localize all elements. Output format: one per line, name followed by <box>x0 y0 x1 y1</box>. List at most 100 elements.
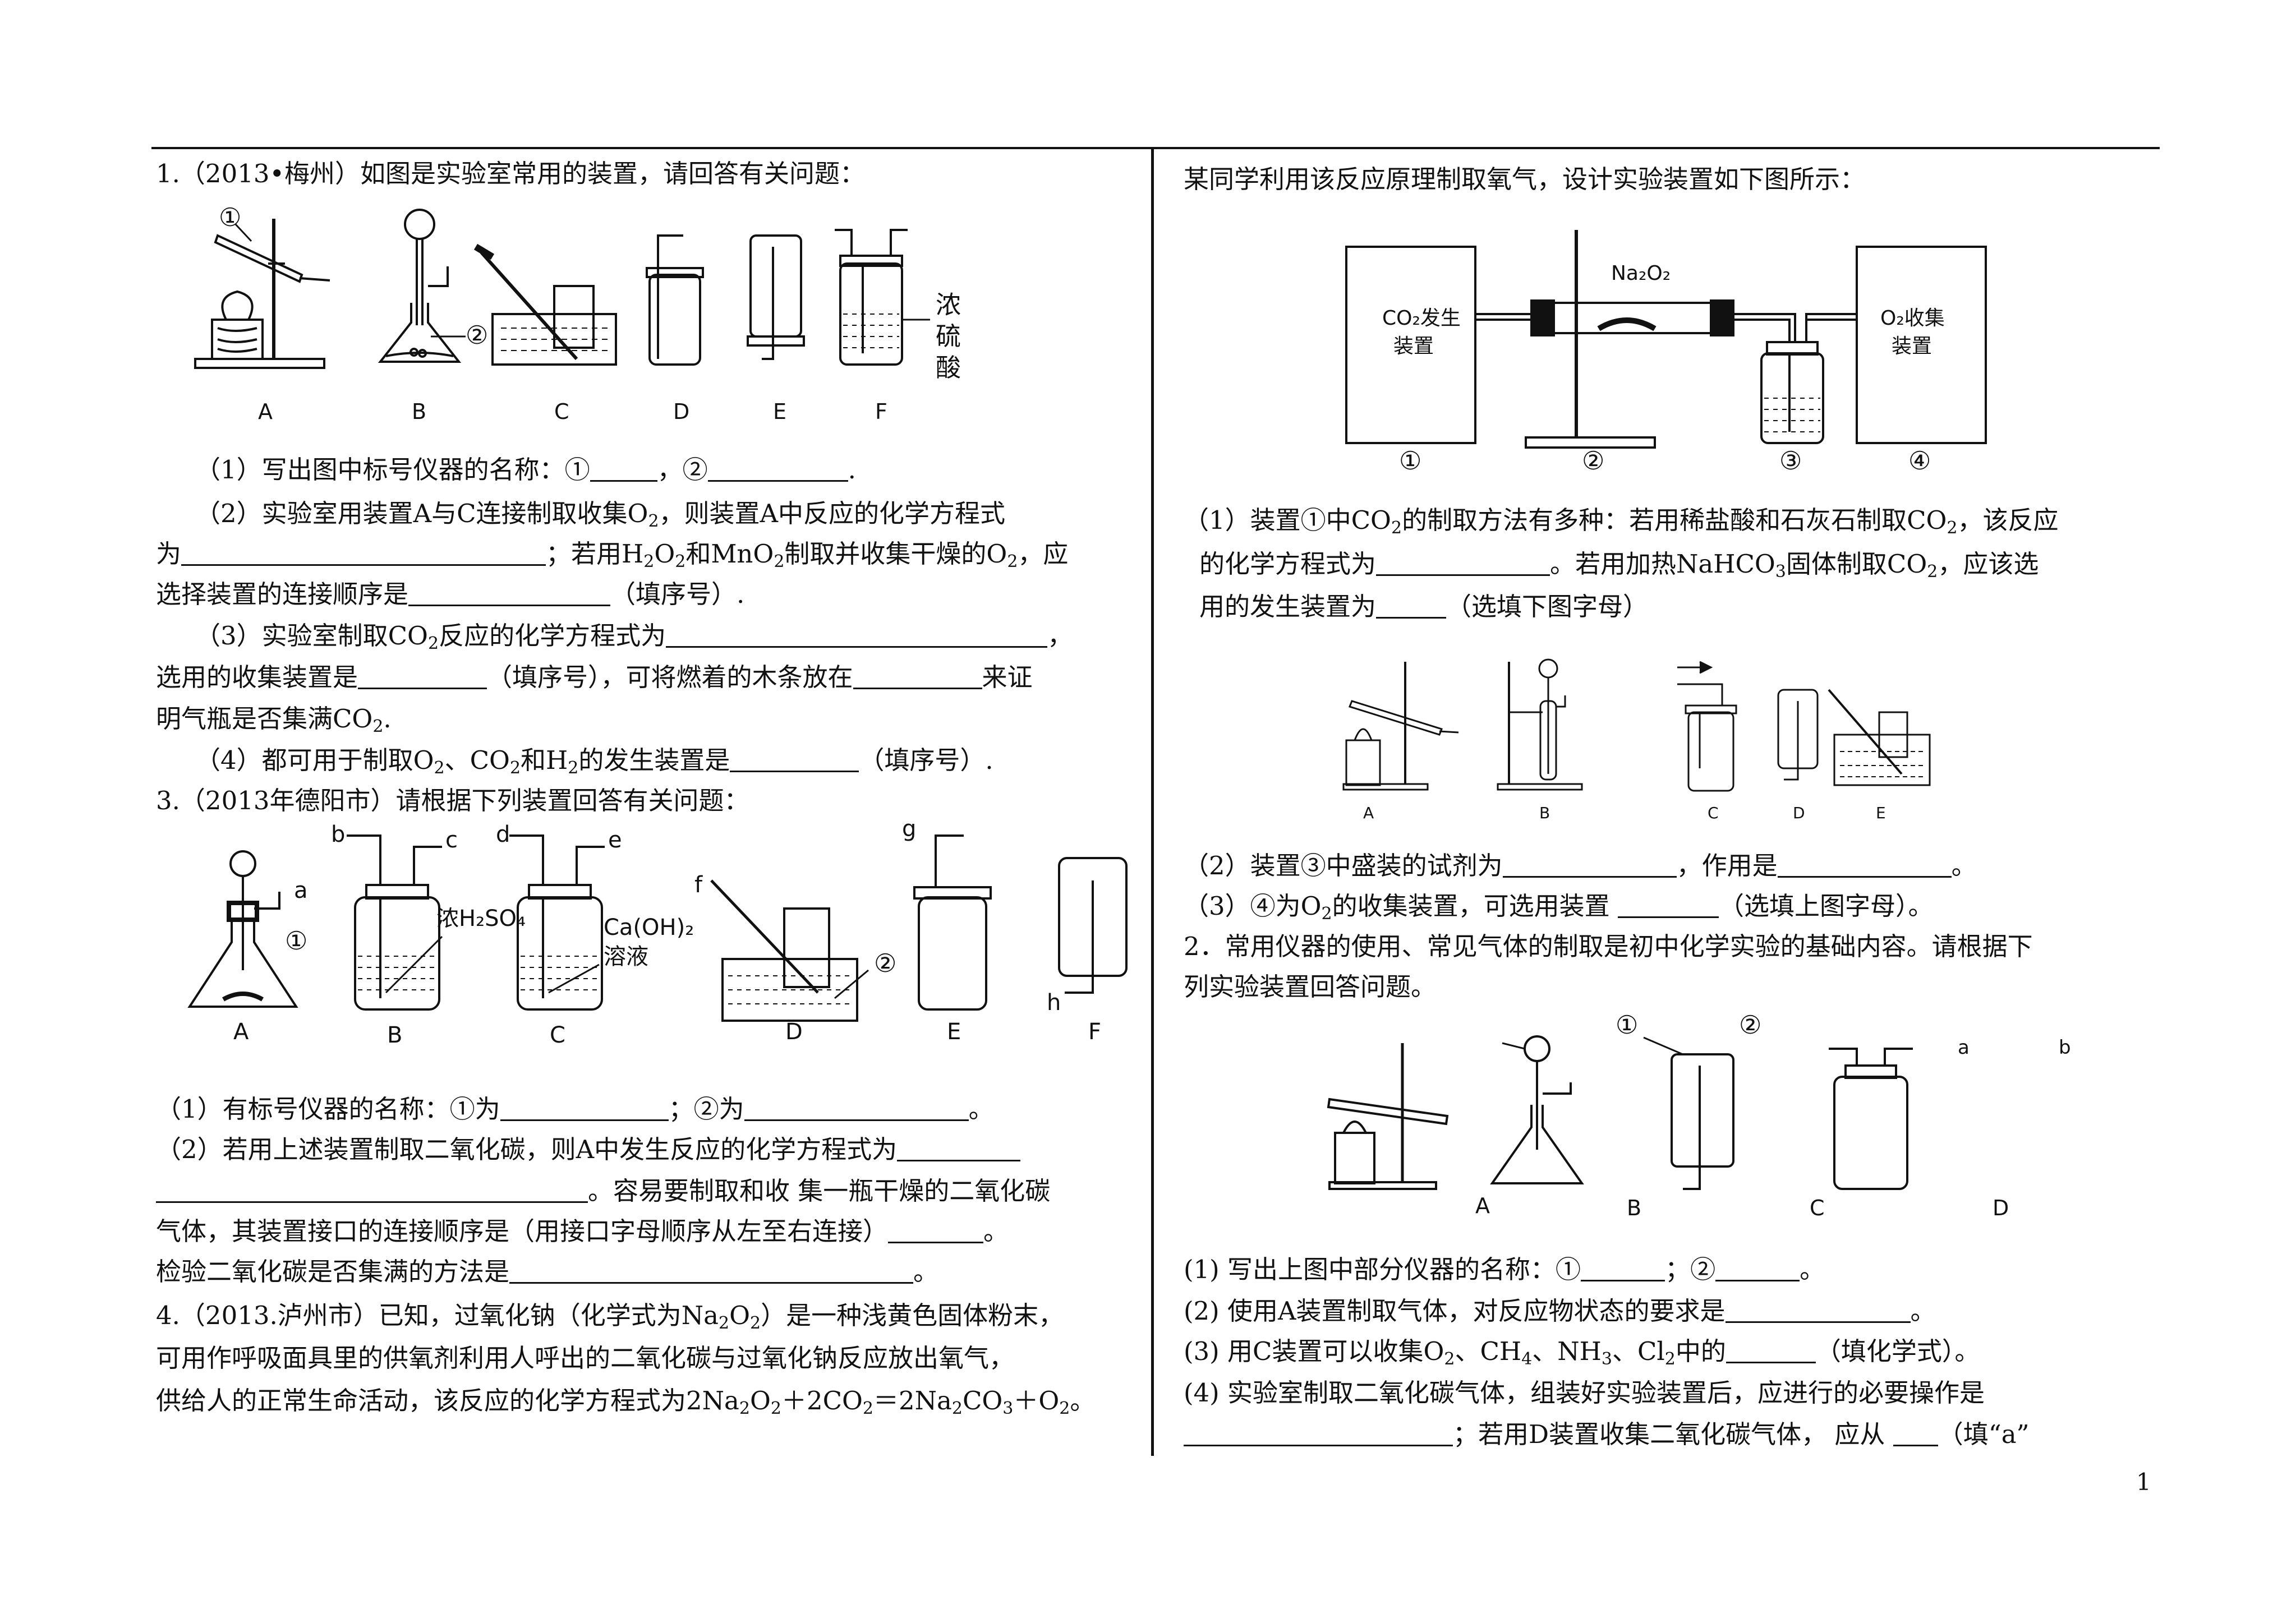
fig1-num-4: ④ <box>1908 446 1931 476</box>
top-rule <box>151 147 2160 149</box>
q3-apparatus-f <box>1058 857 1128 994</box>
o2-collector-box <box>1856 246 1987 444</box>
q1-label-b: B <box>412 399 427 424</box>
q2-blank-1[interactable] <box>1581 1257 1665 1281</box>
q3-label-d: D <box>785 1019 803 1045</box>
q4-blank-1[interactable] <box>1376 552 1550 576</box>
q1-part-2b: 为；若用H2O2和MnO2制取并收集干燥的O2，应 <box>156 539 1069 571</box>
q2-blank-4[interactable] <box>1726 1339 1816 1363</box>
q2-blank-3[interactable] <box>1725 1299 1911 1323</box>
q1-blank-2[interactable] <box>707 458 848 482</box>
q2-line-1: 2．常用仪器的使用、常见气体的制取是初中化学实验的基础内容。请根据下 <box>1184 932 2033 961</box>
q1-label-e: E <box>773 399 787 424</box>
q1-blank-8[interactable] <box>730 748 859 772</box>
q1-blank-6[interactable] <box>358 665 487 689</box>
q1-blank-5[interactable] <box>666 624 1048 648</box>
q2-label-d: D <box>1993 1196 2009 1220</box>
fig2-apparatus-c <box>1677 661 1737 792</box>
q4-line-3: 供给人的正常生命活动，该反应的化学方程式为2Na2O2＋2CO2＝2Na2CO3… <box>156 1386 1096 1418</box>
q2-part-2: (2) 使用A装置制取气体，对反应物状态的要求是。 <box>1184 1296 1936 1326</box>
q4-figure-2: A B C D E <box>1341 656 1935 824</box>
q1-acid-2: 硫 <box>936 321 961 351</box>
q1-part-3b: 选用的收集装置是（填序号），可将燃着的木条放在来证 <box>156 662 1033 692</box>
q2-label-c: C <box>1810 1196 1825 1220</box>
q4-blank-4[interactable] <box>1777 854 1952 878</box>
q3-label-f: F <box>1088 1019 1102 1045</box>
q3-label-a: A <box>233 1019 249 1045</box>
q3-blank-5[interactable] <box>888 1219 984 1243</box>
q2-apparatus-d <box>1829 1048 1913 1190</box>
q3-port-b: b <box>331 822 346 847</box>
q4-line-1: 4.（2013.泸州市）已知，过氧化钠（化学式为Na2O2）是一种浅黄色固体粉末… <box>156 1301 1064 1333</box>
q1-blank-1[interactable] <box>590 458 657 482</box>
q1-mark-2: ② <box>466 320 489 350</box>
q3-part-2: （2）若用上述装置制取二氧化碳，则A中发生反应的化学方程式为 <box>156 1134 1021 1165</box>
q3-mark-2: ② <box>874 948 897 978</box>
q2-apparatus-a <box>1327 1043 1449 1190</box>
q1-part-3: （3）实验室制取CO2反应的化学方程式为， <box>195 621 1073 653</box>
q3-apparatus-c <box>509 834 605 1011</box>
q3-lime-label-1: Ca(OH)₂ <box>604 915 694 940</box>
fig2-apparatus-d <box>1777 689 1819 781</box>
q2-label-b: B <box>1627 1196 1642 1220</box>
q1-acid-1: 浓 <box>936 290 961 320</box>
q2-part-1: (1) 写出上图中部分仪器的名称：①；②。 <box>1184 1255 1825 1284</box>
box4-line-2: 装置 <box>1892 335 1932 358</box>
q3-label-c: C <box>550 1022 565 1048</box>
q1-label-d: D <box>673 399 690 424</box>
q3-figure: a b c d e f g h ① ② 浓H₂SO₄ Ca(OH)₂ 溶液 A … <box>173 816 1138 1060</box>
q3-blank-6[interactable] <box>509 1260 914 1284</box>
q3-apparatus-d <box>710 879 869 1022</box>
q1-title: 1.（2013•梅州）如图是实验室常用的装置，请回答有关问题： <box>156 159 866 188</box>
q3-part-2b: 。容易要制取和收 集一瓶干燥的二氧化碳 <box>156 1175 1050 1207</box>
q4-part-2: （2）装置③中盛装的试剂为，作用是。 <box>1184 851 1977 880</box>
q2-apparatus-c <box>1643 1036 1734 1190</box>
q3-blank-3[interactable] <box>897 1137 1021 1161</box>
fig2-apparatus-e <box>1828 689 1931 786</box>
q4-part-1b: 的化学方程式为。若用加热NaHCO3固体制取CO2，应该选 <box>1199 549 2039 582</box>
q3-apparatus-e <box>913 834 992 1011</box>
q1-mark-1: ① <box>219 202 242 232</box>
q3-blank-4[interactable] <box>156 1179 588 1203</box>
fig2-apparatus-b <box>1497 658 1583 791</box>
q1-apparatus-a <box>194 219 330 369</box>
q1-blank-3[interactable] <box>181 542 546 566</box>
q2-figure: ① ② a b A B C D <box>1324 1010 2071 1223</box>
q4-blank-3[interactable] <box>1502 854 1677 878</box>
q3-label-b: B <box>387 1022 403 1048</box>
q1-blank-7[interactable] <box>853 665 982 689</box>
q1-figure: ① ② 浓 硫 酸 A B C D E F <box>190 202 1143 449</box>
q4-blank-2[interactable] <box>1376 594 1447 619</box>
q1-blank-4[interactable] <box>408 582 611 606</box>
q4-blank-5[interactable] <box>1617 894 1719 918</box>
q2-part-4: (4) 实验室制取二氧化碳气体，组装好实验装置后，应进行的必要操作是 <box>1184 1378 1985 1408</box>
q1-part-2: （2）实验室用装置A与C连接制取收集O2，则装置A中反应的化学方程式 <box>195 499 1006 531</box>
q1-apparatus-f <box>835 229 908 366</box>
fig2-label-b: B <box>1539 804 1550 822</box>
q2-blank-2[interactable] <box>1715 1257 1800 1281</box>
fig1-num-1: ① <box>1399 446 1422 476</box>
q3-port-e: e <box>608 827 622 853</box>
box1-line-1: CO₂发生 <box>1382 307 1461 330</box>
q1-label-a: A <box>258 399 273 424</box>
washing-bottle <box>1760 313 1857 444</box>
q3-lime-label-2: 溶液 <box>604 944 648 970</box>
q1-apparatus-b <box>378 209 462 363</box>
q1-part-1: （1）写出图中标号仪器的名称：①，②. <box>195 455 856 485</box>
q3-label-e: E <box>947 1019 961 1045</box>
q2-port-b: b <box>2059 1036 2071 1059</box>
q3-port-d: d <box>496 822 510 847</box>
q3-blank-2[interactable] <box>744 1097 969 1121</box>
q3-acid-label: 浓H₂SO₄ <box>436 906 526 932</box>
tube-label: Na₂O₂ <box>1611 262 1671 285</box>
fig2-label-a: A <box>1363 804 1374 822</box>
q4-line-2: 可用作呼吸面具里的供氧剂利用人呼出的二氧化碳与过氧化钠反应放出氧气， <box>156 1343 1015 1373</box>
q1-part-3c: 明气瓶是否集满CO2. <box>156 704 392 736</box>
q1-acid-3: 酸 <box>936 353 961 382</box>
q1-apparatus-d <box>646 234 704 366</box>
q2-blank-5[interactable] <box>1184 1422 1453 1446</box>
q3-mark-1: ① <box>285 926 308 956</box>
q2-blank-6[interactable] <box>1893 1422 1938 1446</box>
q3-title: 3.（2013年德阳市）请根据下列装置回答有关问题： <box>156 786 749 815</box>
q3-blank-1[interactable] <box>500 1097 669 1121</box>
